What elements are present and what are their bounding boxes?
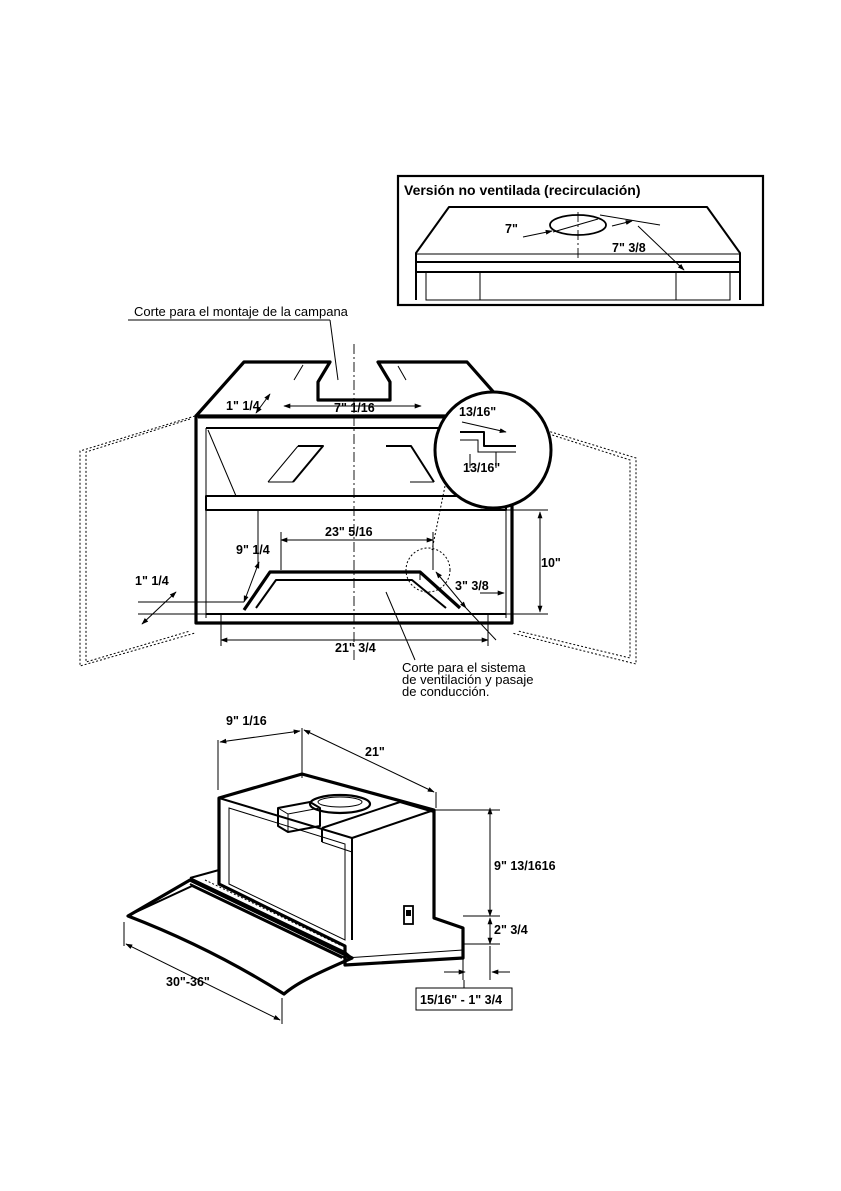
dim-right-offset: 3" 3/8 [455,579,489,593]
detail-dim-bottom: 13/16" [463,461,500,475]
left-door [80,416,195,666]
inset-dim-offset: 7" 3/8 [612,241,646,255]
hood-visor [128,880,352,994]
inset-title: Versión no ventilada (recirculación) [404,182,641,198]
callout-mounting-cut: Corte para el montaje de la campana [134,304,349,319]
cabinet-diagram: Corte para el montaje de la campana [80,304,636,699]
dim-cutout-depth: 9" 1/4 [236,543,270,557]
dim-cutout-width: 23" 5/16 [325,525,373,539]
inset-dim-hole: 7" [505,222,518,236]
dim-height: 10" [541,556,561,570]
dim-lip-range: 15/16" - 1" 3/4 [420,993,502,1007]
dim-slot-edge: 1" 1/4 [226,399,260,413]
hood-isometric: 9" 1/16 21" 30"-36" [124,714,556,1024]
dim-hood-height: 9" 13/1616 [494,859,556,873]
dim-edge-left: 1" 1/4 [135,574,169,588]
ventilation-cutout [244,572,460,610]
dim-visor: 2" 3/4 [494,923,528,937]
detail-dim-top: 13/16" [459,405,496,419]
dim-overall-width: 21" 3/4 [335,641,376,655]
recirculation-inset: Versión no ventilada (recirculación) 7" … [398,176,763,305]
dim-slot-width: 7" 1/16 [334,401,375,415]
dim-hood-width-range: 30"-36" [166,975,210,989]
dim-hood-depth: 9" 1/16 [226,714,267,728]
callout-vent-line-3: de conducción. [402,684,489,699]
dim-hood-length: 21" [365,745,385,759]
